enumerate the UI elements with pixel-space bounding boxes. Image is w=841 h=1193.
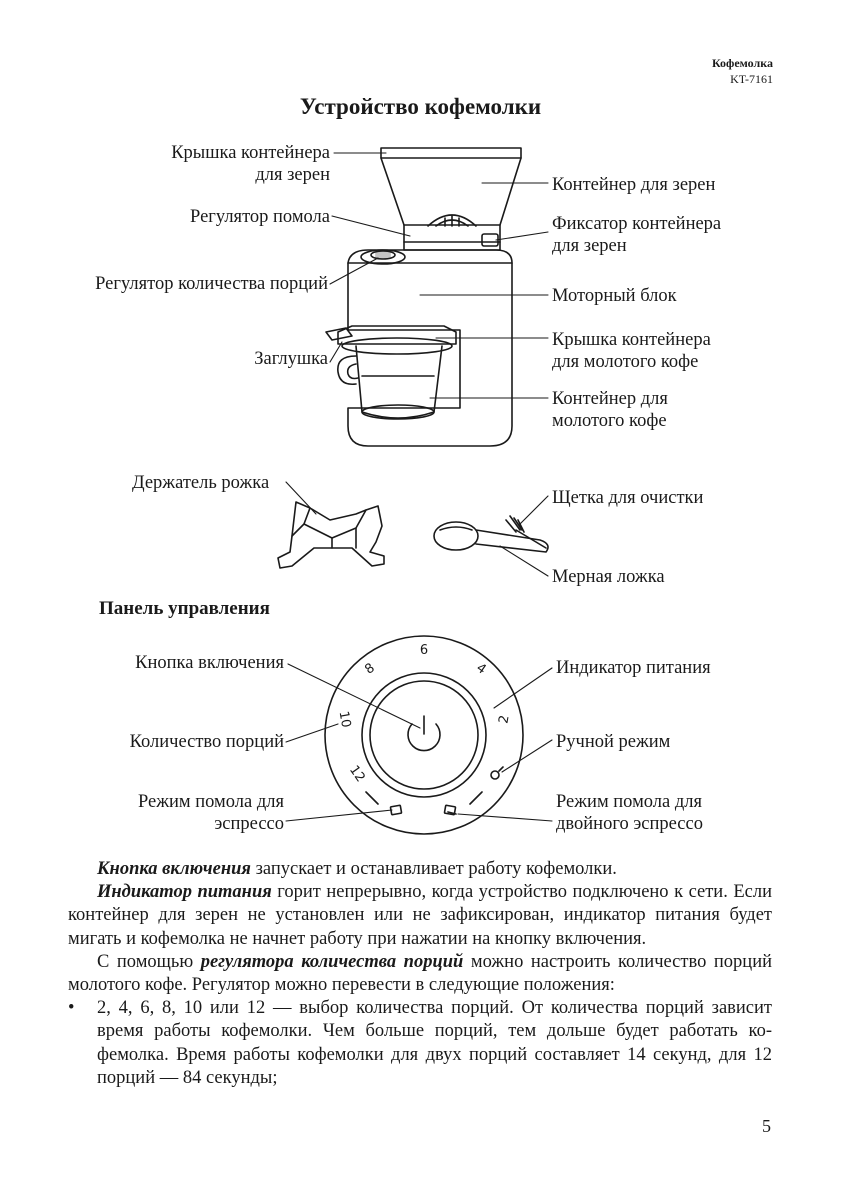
label-bean-container: Контейнер для зерен: [552, 175, 716, 195]
label-bean-lock: Фиксатор контейнера для зерен: [552, 213, 721, 257]
label-bean-lid: Крышка контейнера для зерен: [140, 142, 330, 186]
label-brush: Щетка для очистки: [552, 488, 704, 508]
label-portion-count: Количество порций: [129, 732, 284, 752]
dial-number-12: 12: [346, 763, 368, 785]
paragraph-power-button: Кнопка включения запускает и останавлива…: [68, 858, 772, 881]
label-ground-lid-line1: Крышка контейнера: [552, 330, 711, 350]
paragraph-power-button-text: запускает и останавливает работу кофемол…: [250, 859, 617, 879]
header-brand: Кофемолка: [711, 56, 773, 70]
label-power-indicator: Индикатор питания: [556, 658, 711, 678]
term-portion-regulator: регулятора количества порций: [200, 951, 464, 972]
paragraph-portion-regulator-start: С помощью: [97, 951, 201, 972]
term-power-indicator: Индикатор питания: [97, 882, 272, 903]
positions-list: • 2, 4, 6, 8, 10 или 12 — выбор количеств…: [68, 997, 772, 1090]
label-double-mode-line1: Режим помола для: [556, 792, 703, 812]
spoon-drawing: [433, 515, 549, 553]
paragraph-power-indicator: Индикатор питания горит непрерывно, когд…: [68, 881, 772, 951]
label-double-mode: Режим помола для двойного эспрессо: [556, 791, 703, 835]
label-ground-lid: Крышка контейнера для молотого кофе: [552, 329, 711, 373]
dial-number-4: 4: [473, 661, 488, 678]
control-panel-heading: Панель управления: [99, 598, 270, 619]
paragraph-power-indicator-text: горит непрерывно, когда устройство подкл…: [68, 882, 772, 949]
dial-number-6: 6: [420, 643, 428, 658]
dial-number-2: 2: [496, 714, 512, 725]
label-ground-lid-line2: для молотого кофе: [552, 352, 699, 372]
label-grind-regulator: Регулятор помола: [190, 207, 330, 227]
label-bean-lock-line2: для зерен: [552, 236, 627, 256]
label-holder: Держатель рожка: [132, 473, 270, 493]
label-bean-lock-line1: Фиксатор контейнера: [552, 214, 722, 234]
label-bean-lid-line2: для зерен: [255, 165, 330, 185]
label-motor-unit: Моторный блок: [552, 286, 677, 306]
label-bean-lid-line1: Крышка контейнера: [171, 143, 330, 163]
label-power-button: Кнопка включения: [135, 653, 284, 673]
label-manual-mode: Ручной режим: [556, 732, 671, 752]
leader-lines: [285, 152, 553, 822]
dial-number-8: 8: [362, 661, 377, 678]
page-title: Устройство кофемолки: [299, 94, 542, 119]
dial-number-10: 10: [336, 710, 354, 729]
bean-container-drawing: [380, 147, 522, 247]
label-espresso-mode: Режим помола для эспрессо: [80, 791, 284, 835]
header-model: KT-7161: [730, 72, 773, 86]
label-portion-regulator: Регулятор количества порций: [95, 274, 328, 294]
body-text: Кнопка включения запускает и останавлива…: [68, 858, 772, 1090]
control-dial-drawing: [324, 635, 524, 835]
term-power-button: Кнопка включения: [97, 859, 251, 879]
label-ground-container: Контейнер для молотого кофе: [552, 388, 668, 432]
ground-container-drawing: [325, 325, 457, 420]
label-plug: Заглушка: [254, 349, 328, 369]
label-espresso-mode-line1: Режим помола для: [137, 792, 284, 812]
page-number: 5: [762, 1116, 771, 1136]
list-item: • 2, 4, 6, 8, 10 или 12 — выбор количеств…: [68, 997, 772, 1090]
bullet-mark: •: [68, 998, 75, 1019]
paragraph-portion-regulator: С помощью регулятора количества порций м…: [68, 951, 772, 997]
list-item-text: 2, 4, 6, 8, 10 или 12 — выбор количества…: [97, 998, 772, 1088]
label-ground-container-line1: Контейнер для: [552, 389, 668, 409]
label-espresso-mode-line2: эспрессо: [214, 814, 284, 834]
label-ground-container-line2: молотого кофе: [552, 411, 667, 431]
paragraph-portion-regulator-text: можно настроить количество пор­ций молот…: [68, 951, 772, 996]
motor-body-drawing: [347, 241, 513, 447]
holder-drawing: [277, 501, 385, 569]
label-double-mode-line2: двойного эспрессо: [556, 814, 703, 834]
label-spoon: Мерная ложка: [552, 567, 665, 587]
